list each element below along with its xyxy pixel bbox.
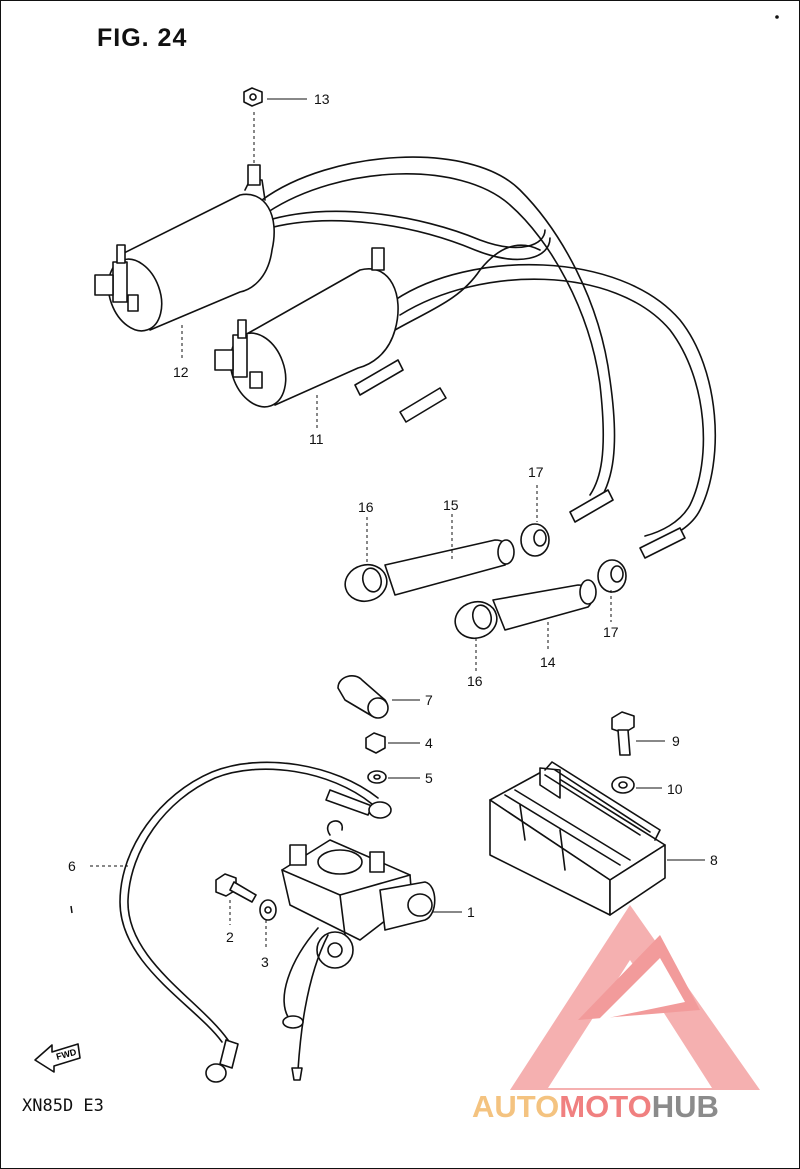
watermark-logo: AUTOMOTOHUB	[472, 905, 760, 1124]
callout-17-lower: 17	[603, 624, 619, 640]
regulator-rectifier-8	[489, 761, 666, 916]
ignition-coil-11	[214, 247, 399, 408]
callout-16-lower: 16	[467, 673, 483, 689]
washer-10	[611, 776, 635, 794]
washer-3	[259, 899, 277, 921]
leader-lines	[90, 98, 705, 950]
forward-arrow-icon: FWD	[34, 1043, 81, 1073]
ignition-coil-12	[94, 164, 275, 332]
ht-leads	[261, 156, 717, 559]
battery-cable-6	[119, 761, 392, 1083]
callout-17-upper: 17	[528, 464, 544, 480]
nut-4	[365, 732, 386, 754]
callout-5: 5	[425, 770, 433, 786]
starter-relay-1	[281, 820, 436, 1081]
callout-16-upper: 16	[358, 499, 374, 515]
plug-cap-upper	[344, 523, 550, 603]
watermark-part-moto: MOTO	[559, 1089, 651, 1124]
callout-1: 1	[467, 904, 475, 920]
watermark-part-auto: AUTO	[472, 1089, 559, 1124]
plug-cap-lower	[454, 559, 627, 640]
bolt-2	[215, 873, 257, 903]
callout-9: 9	[672, 733, 680, 749]
washer-5	[367, 770, 387, 784]
print-speck	[70, 905, 73, 914]
callout-11: 11	[309, 431, 324, 447]
callout-3: 3	[261, 954, 269, 970]
callout-12: 12	[173, 364, 189, 380]
callout-numbers: 13 12 11 17 15 16 17 14 16 7 4 5 9 10 8 …	[68, 91, 718, 970]
callout-7: 7	[425, 692, 433, 708]
bolt-9	[611, 711, 635, 756]
watermark-part-hub: HUB	[652, 1089, 719, 1124]
figure-title: FIG. 24	[97, 24, 188, 52]
callout-13: 13	[314, 91, 330, 107]
callout-2: 2	[226, 929, 234, 945]
print-speck	[775, 15, 779, 19]
callout-8: 8	[710, 852, 718, 868]
terminal-cap-7	[337, 675, 389, 719]
callout-10: 10	[667, 781, 683, 797]
nut-13	[243, 87, 263, 165]
callout-6: 6	[68, 858, 76, 874]
watermark-text: AUTOMOTOHUB	[472, 1089, 719, 1124]
callout-14: 14	[540, 654, 556, 670]
callout-15: 15	[443, 497, 459, 513]
model-code: XN85D E3	[22, 1096, 104, 1116]
callout-4: 4	[425, 735, 433, 751]
